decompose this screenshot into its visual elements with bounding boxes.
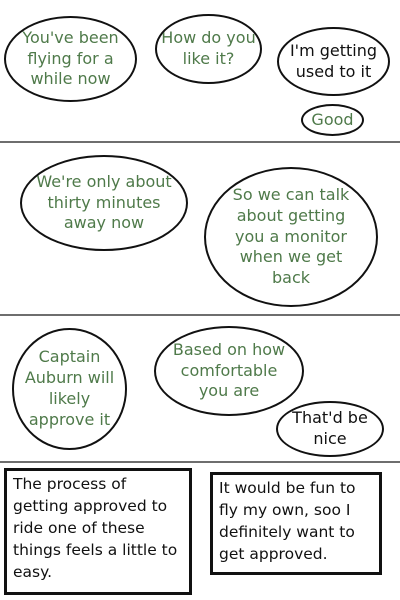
speech-bubble-text: We're only about thirty minutes away now: [36, 171, 172, 233]
speech-bubble: So we can talk about getting you a monit…: [204, 167, 378, 307]
speech-bubble: I'm getting used to it: [277, 27, 390, 96]
comic-panel-1: You've been flying for a while now How d…: [0, 0, 400, 141]
speech-bubble: Captain Auburn will likely approve it: [12, 328, 127, 450]
reply-bubble-text: That'd be nice: [292, 408, 368, 448]
speech-bubble-text: Good: [311, 109, 354, 129]
comic-panel-3: Captain Auburn will likely approve it Ba…: [0, 316, 400, 461]
speech-bubble: That'd be nice: [276, 401, 384, 457]
comic-panel-4: The process of getting approved to ride …: [0, 463, 400, 600]
speech-bubble: You've been flying for a while now: [4, 16, 137, 102]
panel-divider: [0, 141, 400, 143]
panel-divider: [0, 314, 400, 316]
narration-box: The process of getting approved to ride …: [4, 468, 192, 595]
narration-text: It would be fun to fly my own, soo I def…: [219, 479, 356, 563]
panel-divider: [0, 461, 400, 463]
speech-bubble-text: Captain Auburn will likely approve it: [24, 347, 115, 429]
comic-panel-2: We're only about thirty minutes away now…: [0, 143, 400, 314]
speech-bubble: Based on how comfortable you are: [154, 326, 304, 416]
narration-text: The process of getting approved to ride …: [13, 475, 178, 581]
reply-bubble-text: I'm getting used to it: [289, 40, 378, 81]
speech-bubble-text: How do you like it?: [161, 28, 256, 68]
speech-bubble-text: You've been flying for a while now: [22, 27, 119, 89]
speech-bubble-text: So we can talk about getting you a monit…: [232, 185, 350, 288]
narration-box: It would be fun to fly my own, soo I def…: [210, 472, 382, 575]
speech-bubble: Good: [301, 104, 364, 136]
speech-bubble-text: Based on how comfortable you are: [172, 339, 286, 401]
speech-bubble: We're only about thirty minutes away now: [20, 155, 188, 251]
speech-bubble: How do you like it?: [155, 14, 262, 84]
